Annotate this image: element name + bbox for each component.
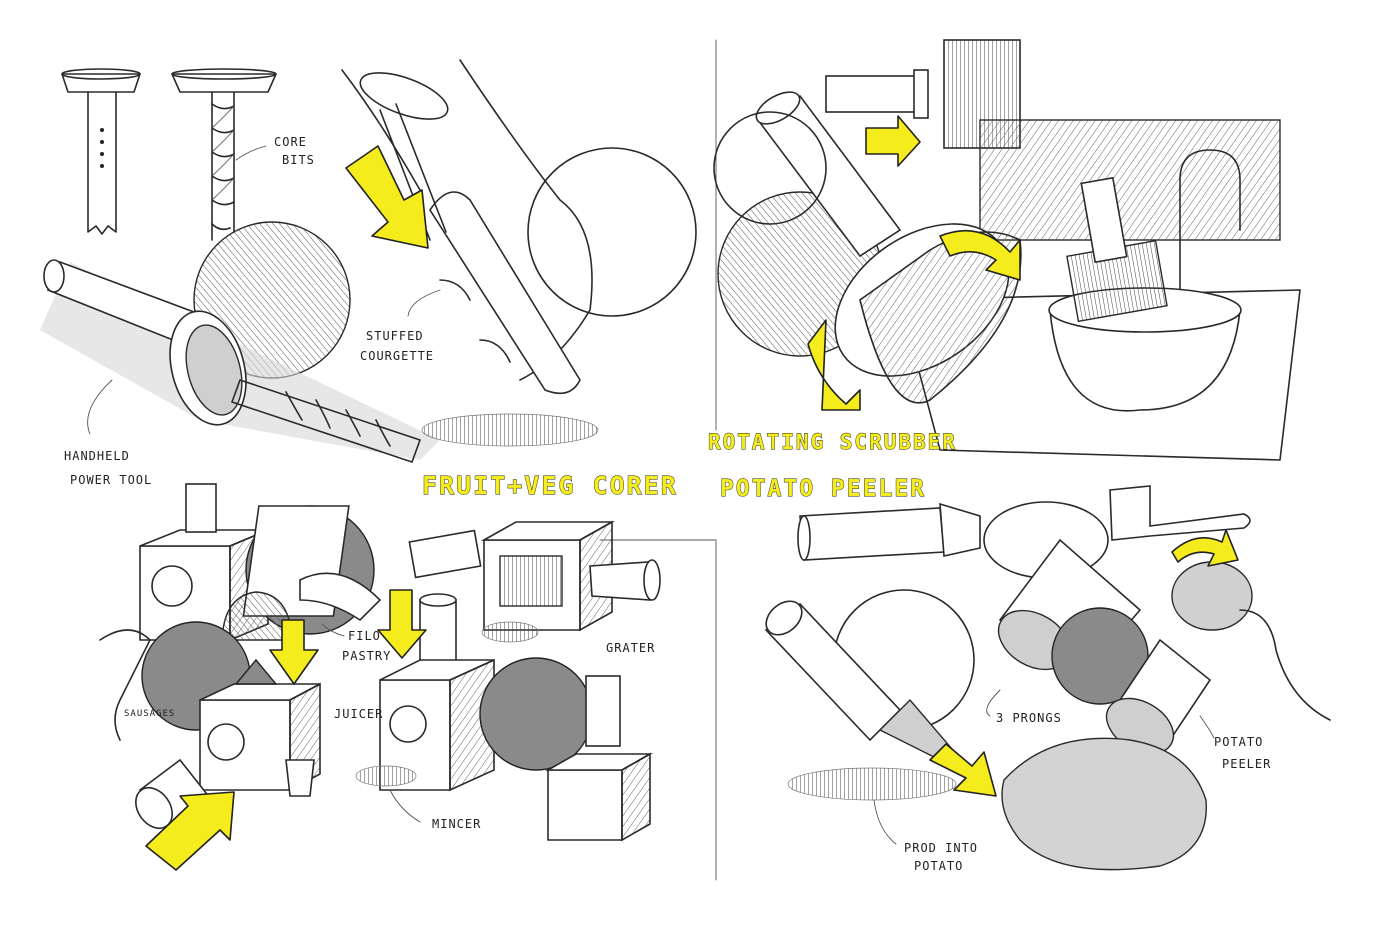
label-core-bits-1: CORE bbox=[274, 135, 307, 149]
leader-prongs bbox=[986, 689, 1001, 717]
peeler-hole bbox=[787, 767, 957, 801]
main-scrubber bbox=[755, 91, 1022, 404]
label-filo-1: FILO bbox=[348, 629, 381, 643]
filo-hole bbox=[481, 621, 539, 643]
vegetable-circle bbox=[527, 147, 697, 317]
mincer-block bbox=[379, 658, 495, 792]
cup bbox=[285, 759, 315, 797]
label-prod-2: POTATO bbox=[914, 859, 963, 873]
push-arrow bbox=[145, 791, 235, 871]
sheet-divider bbox=[599, 39, 717, 881]
kitchen-wall bbox=[979, 119, 1281, 241]
label-power-tool-2: POWER TOOL bbox=[70, 473, 152, 487]
panel-attachments: FILO PASTRY GRATER SAUSAGES JUICER MINCE… bbox=[99, 483, 661, 871]
core-bit-perforated bbox=[61, 68, 141, 235]
angled-tube-1 bbox=[764, 600, 973, 772]
title-rotating-scrubber: ROTATING SCRUBBER bbox=[708, 430, 957, 454]
attachment-shaft bbox=[825, 75, 923, 113]
core-bit-twisted bbox=[171, 68, 277, 241]
hole-shadow bbox=[421, 413, 599, 447]
label-power-tool-1: HANDHELD bbox=[64, 449, 130, 463]
tube-right bbox=[585, 675, 621, 747]
peeler-tool bbox=[1109, 485, 1251, 541]
sphere-shaded bbox=[1051, 607, 1149, 705]
label-prongs: 3 PRONGS bbox=[996, 711, 1062, 725]
rotate-arrow-2 bbox=[807, 319, 861, 411]
label-stuffed-1: STUFFED bbox=[366, 329, 424, 343]
label-potato-peeler-2: PEELER bbox=[1222, 757, 1271, 771]
label-mincer: MINCER bbox=[432, 817, 481, 831]
prod-arrow bbox=[929, 743, 997, 797]
rotate-arrow-1 bbox=[939, 229, 1021, 281]
title-fruit-veg-corer: FRUIT+VEG CORER bbox=[422, 471, 678, 500]
panel-scrubber bbox=[713, 39, 1301, 461]
label-stuffed-2: COURGETTE bbox=[360, 349, 434, 363]
hand-left bbox=[99, 629, 151, 741]
handheld-power-tool bbox=[40, 259, 440, 463]
sphere-dark-3 bbox=[479, 657, 593, 771]
rotate-arrow-peeler bbox=[1171, 529, 1239, 567]
hand-right bbox=[1239, 609, 1331, 721]
bowl bbox=[1049, 309, 1241, 412]
leader-core-bits bbox=[235, 145, 267, 161]
label-potato-peeler-1: POTATO bbox=[1214, 735, 1263, 749]
leader-power-tool bbox=[87, 379, 113, 435]
push-down-arrow bbox=[345, 145, 429, 249]
leader-prod bbox=[873, 799, 897, 845]
label-core-bits-2: BITS bbox=[282, 153, 315, 167]
bowl-circle bbox=[713, 111, 827, 225]
hand-with-courgette bbox=[341, 59, 593, 395]
tube-horizontal bbox=[408, 529, 482, 579]
attach-arrow bbox=[865, 115, 921, 167]
tap bbox=[1179, 149, 1241, 291]
grater-box bbox=[480, 520, 661, 632]
label-filo-2: PASTRY bbox=[342, 649, 391, 663]
leader-filo bbox=[321, 623, 345, 637]
leader-stuffed bbox=[407, 289, 441, 317]
label-juicer: JUICER bbox=[334, 707, 383, 721]
juicer-block bbox=[199, 658, 321, 792]
label-sausages: SAUSAGES bbox=[124, 709, 175, 719]
down-arrow-juicer bbox=[269, 619, 319, 685]
potato-small bbox=[1171, 561, 1253, 631]
potato-large bbox=[1001, 737, 1207, 871]
filo-sheet bbox=[299, 572, 382, 622]
panel-peeler: 3 PRONGS POTATO PEELER PROD INTO POTATO bbox=[764, 485, 1331, 873]
small-box bbox=[544, 752, 654, 842]
label-grater: GRATER bbox=[606, 641, 655, 655]
label-prod-1: PROD INTO bbox=[904, 841, 978, 855]
title-potato-peeler: POTATO PEELER bbox=[720, 476, 926, 502]
peeler-tube-top bbox=[799, 507, 945, 561]
leader-mincer bbox=[389, 789, 421, 823]
down-arrow-mincer bbox=[377, 589, 427, 659]
mincer-hole bbox=[355, 765, 417, 787]
panel-corer: CORE BITS STUFFED COURGETTE HANDHELD POW… bbox=[40, 59, 697, 487]
leader-potato-peeler bbox=[1199, 715, 1215, 739]
